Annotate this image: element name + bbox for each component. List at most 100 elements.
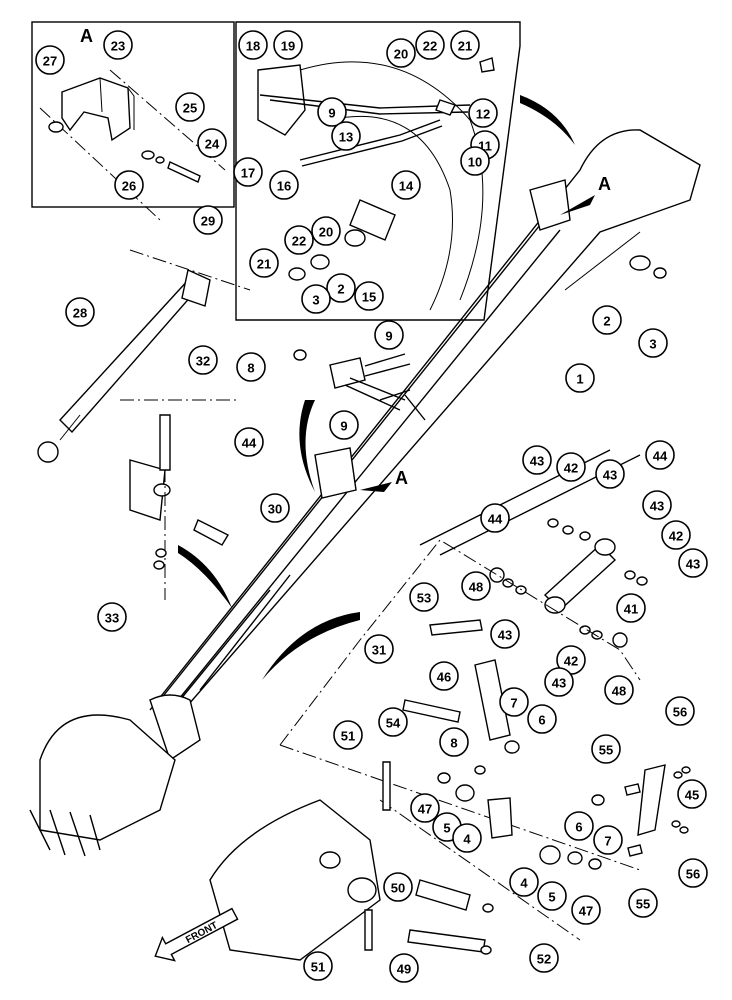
callout-number: 17	[241, 166, 255, 181]
callout-c31: 31	[364, 634, 394, 664]
callout-circle	[333, 720, 363, 750]
detail-a-inset: A	[31, 21, 235, 221]
callout-number: 33	[105, 611, 119, 626]
callout-c23: 23	[103, 30, 133, 60]
callout-circle	[544, 667, 574, 697]
callout-number: 23	[111, 39, 125, 54]
callout-c8a: 8	[236, 352, 266, 382]
callout-c19: 19	[273, 30, 303, 60]
callout-c1: 1	[565, 363, 595, 393]
callout-circle	[114, 170, 144, 200]
callout-c22b: 22	[284, 225, 314, 255]
callout-c42a: 42	[556, 452, 586, 482]
callout-number: 51	[311, 960, 325, 975]
callout-number: 30	[268, 502, 282, 517]
callout-c53: 53	[409, 582, 439, 612]
callout-c43b: 43	[595, 459, 625, 489]
callout-c43f: 43	[544, 667, 574, 697]
callout-circle	[326, 273, 356, 303]
callout-c49: 49	[389, 953, 419, 983]
callout-circle	[249, 248, 279, 278]
callout-number: 3	[312, 293, 319, 308]
callout-circle	[661, 520, 691, 550]
callout-number: 7	[604, 834, 611, 849]
callout-number: 43	[650, 499, 664, 514]
callout-circle	[238, 30, 268, 60]
callout-circle	[565, 363, 595, 393]
view-arrow-upper	[560, 195, 595, 215]
callout-c44a: 44	[234, 427, 264, 457]
callout-number: 8	[247, 361, 254, 376]
callout-c44c: 44	[480, 503, 510, 533]
callout-circle	[564, 811, 594, 841]
callout-circle	[301, 284, 331, 314]
callout-number: 54	[386, 716, 401, 731]
callout-circle	[638, 328, 668, 358]
callout-number: 27	[43, 54, 57, 69]
dipper-arm	[149, 129, 701, 762]
callout-circle	[236, 352, 266, 382]
callout-c15: 15	[354, 281, 384, 311]
callout-circle	[97, 602, 127, 632]
callout-c55b: 55	[628, 888, 658, 918]
callout-c9a: 9	[317, 97, 347, 127]
callout-circle	[645, 440, 675, 470]
callout-c47b: 47	[571, 895, 601, 925]
callout-circle	[628, 888, 658, 918]
callout-c54: 54	[378, 707, 408, 737]
callout-c45: 45	[677, 779, 707, 809]
callout-number: 12	[476, 107, 490, 122]
callout-circle	[468, 98, 498, 128]
callout-number: 9	[385, 329, 392, 344]
callout-number: 2	[603, 314, 610, 329]
callout-circle	[642, 490, 672, 520]
callout-c25: 25	[175, 92, 205, 122]
leader-arc-bucket	[262, 612, 360, 680]
callout-c43e: 43	[490, 619, 520, 649]
callout-circle	[331, 121, 361, 151]
callout-circle	[389, 953, 419, 983]
callout-number: 52	[537, 952, 551, 967]
valve-block	[293, 349, 411, 411]
callout-circle	[537, 881, 567, 911]
callout-number: 42	[564, 654, 578, 669]
callout-number: 48	[469, 580, 483, 595]
callout-c6a: 6	[527, 704, 557, 734]
callout-c51a: 51	[333, 720, 363, 750]
linkage-pins	[120, 399, 240, 600]
callout-circle	[374, 320, 404, 350]
callout-c9c: 9	[329, 410, 359, 440]
callout-circle	[439, 727, 469, 757]
callout-number: 20	[319, 225, 333, 240]
callout-number: 44	[242, 436, 257, 451]
callout-number: 55	[599, 743, 613, 758]
view-arrow-lower	[360, 482, 392, 492]
callout-number: 56	[686, 867, 700, 882]
callout-number: 43	[686, 557, 700, 572]
callout-circle	[409, 582, 439, 612]
callout-c7b: 7	[593, 825, 623, 855]
callout-circle	[490, 619, 520, 649]
callout-number: 45	[685, 788, 699, 803]
callout-number: 7	[510, 696, 517, 711]
callout-circle	[522, 445, 552, 475]
callout-circle	[591, 734, 621, 764]
callout-circle	[429, 661, 459, 691]
lower-links	[364, 619, 691, 955]
callout-c32: 32	[188, 345, 218, 375]
callout-number: 50	[391, 881, 405, 896]
callout-number: 24	[205, 137, 220, 152]
hydraulic-detail-inset	[235, 21, 521, 321]
callout-circle	[529, 943, 559, 973]
callout-c48a: 48	[461, 571, 491, 601]
callout-c55a: 55	[591, 734, 621, 764]
callout-number: 5	[548, 890, 555, 905]
callout-c52: 52	[529, 943, 559, 973]
callout-c13: 13	[331, 121, 361, 151]
callout-circle	[410, 793, 440, 823]
callout-c8b: 8	[439, 727, 469, 757]
callout-number: 15	[362, 290, 376, 305]
callout-circle	[383, 872, 413, 902]
callout-circle	[450, 30, 480, 60]
